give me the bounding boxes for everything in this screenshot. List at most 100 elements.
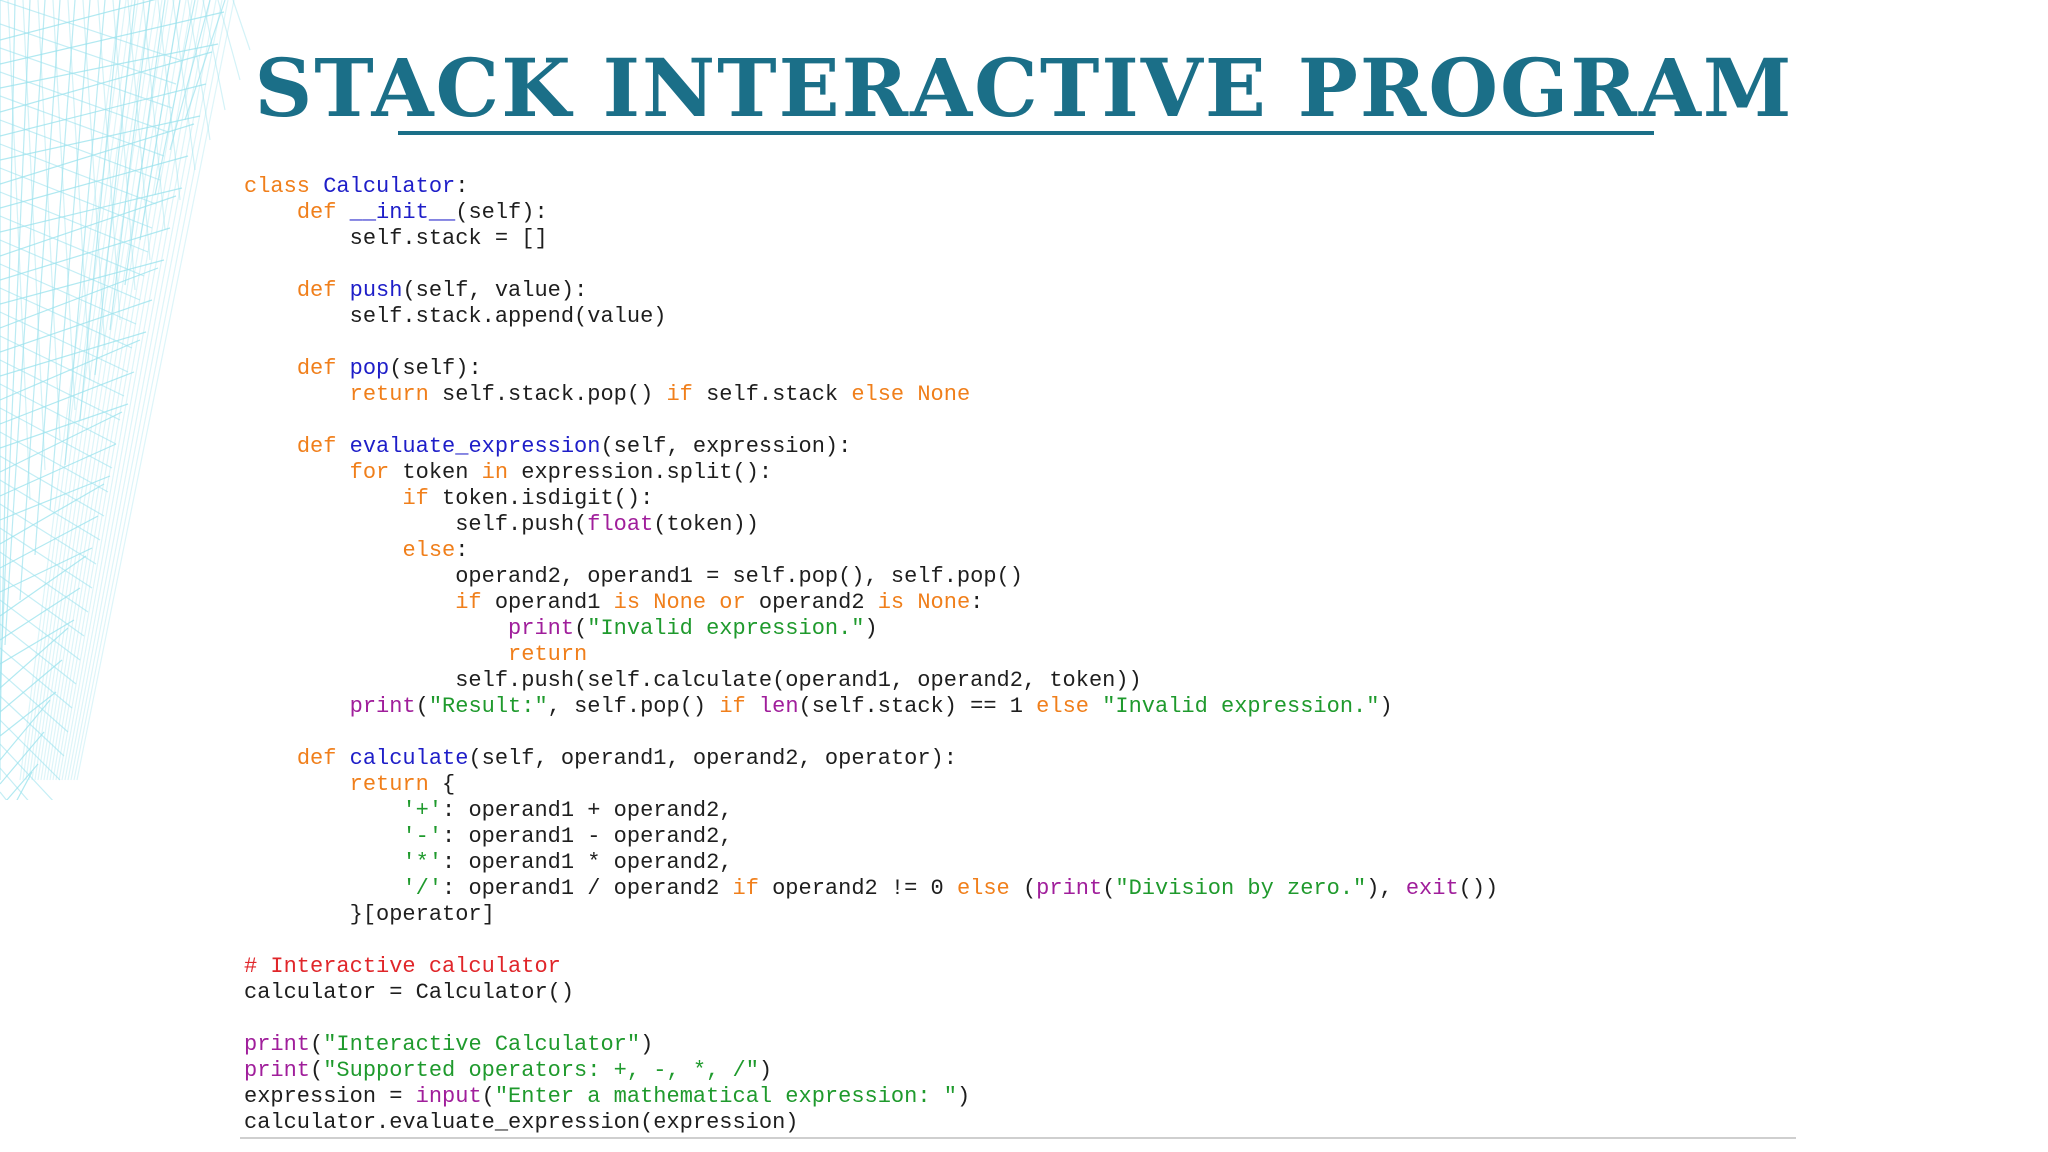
code-token: (self, value): bbox=[402, 278, 588, 303]
code-token bbox=[244, 616, 508, 641]
code-line: def push(self, value): bbox=[244, 278, 1498, 304]
code-token: "Supported operators: +, -, *, /" bbox=[323, 1058, 759, 1083]
code-token: None bbox=[917, 382, 971, 407]
code-token: else bbox=[402, 538, 456, 563]
code-line: self.stack = [] bbox=[244, 226, 1498, 252]
code-token bbox=[746, 694, 759, 719]
code-token: else bbox=[1036, 694, 1089, 719]
slide-title: STACK INTERACTIVE PROGRAM bbox=[254, 41, 1794, 135]
code-token: return bbox=[349, 382, 429, 407]
code-token: , self.pop() bbox=[547, 694, 720, 719]
code-token: else bbox=[956, 876, 1010, 901]
code-block: class Calculator: def __init__(self): se… bbox=[244, 174, 1498, 1136]
code-token bbox=[244, 356, 297, 381]
code-token: ( bbox=[481, 1084, 495, 1109]
code-token: operand2 != 0 bbox=[758, 876, 957, 901]
code-token: operand1 bbox=[481, 590, 614, 615]
code-token bbox=[244, 876, 402, 901]
code-token: : operand1 / operand2 bbox=[442, 876, 733, 901]
code-token bbox=[244, 772, 350, 797]
code-token: ( bbox=[1102, 876, 1116, 901]
code-token: (self, operand1, operand2, operator): bbox=[468, 746, 957, 771]
code-token: ) bbox=[1379, 694, 1393, 719]
code-token: : operand1 * operand2, bbox=[442, 850, 733, 875]
code-token: ()) bbox=[1458, 876, 1499, 901]
code-line: '/': operand1 / operand2 if operand2 != … bbox=[244, 876, 1498, 902]
code-token bbox=[244, 642, 508, 667]
code-token: "Division by zero." bbox=[1115, 876, 1367, 901]
wireframe-decoration bbox=[0, 0, 251, 800]
code-token: "Result:" bbox=[428, 694, 548, 719]
code-token: (self, expression): bbox=[600, 434, 852, 459]
code-token: ( bbox=[310, 1032, 324, 1057]
code-token: "Interactive Calculator" bbox=[323, 1032, 641, 1057]
code-token: else bbox=[851, 382, 905, 407]
code-token: def bbox=[296, 356, 350, 381]
code-token: : bbox=[455, 538, 469, 563]
code-token: (self): bbox=[455, 200, 548, 225]
code-line: self.stack.append(value) bbox=[244, 304, 1498, 330]
code-token: float bbox=[587, 512, 654, 537]
code-line: return bbox=[244, 642, 1498, 668]
code-token: '+' bbox=[402, 798, 443, 823]
code-token: print bbox=[244, 1058, 311, 1083]
code-token: operand2 bbox=[745, 590, 878, 615]
code-line: def calculate(self, operand1, operand2, … bbox=[244, 746, 1498, 772]
code-token: ( bbox=[1009, 876, 1037, 901]
code-line: }[operator] bbox=[244, 902, 1498, 928]
code-token bbox=[1089, 694, 1102, 719]
code-token bbox=[244, 200, 297, 225]
code-line: return self.stack.pop() if self.stack el… bbox=[244, 382, 1498, 408]
code-token: push bbox=[349, 278, 403, 303]
code-token: return bbox=[349, 772, 429, 797]
code-token: "Invalid expression." bbox=[1102, 694, 1380, 719]
code-token: (self.stack) == 1 bbox=[798, 694, 1037, 719]
code-token: calculator.evaluate_expression(expressio… bbox=[244, 1110, 799, 1135]
code-line: def __init__(self): bbox=[244, 200, 1498, 226]
code-token bbox=[244, 694, 350, 719]
code-token: print bbox=[508, 616, 575, 641]
code-line bbox=[244, 408, 1498, 434]
code-token: is None or bbox=[613, 590, 746, 615]
code-line: if operand1 is None or operand2 is None: bbox=[244, 590, 1498, 616]
code-token: if bbox=[666, 382, 693, 407]
code-token: print bbox=[244, 1032, 311, 1057]
code-token: operand2, operand1 = self.pop(), self.po… bbox=[244, 564, 1023, 589]
code-token: ) bbox=[640, 1032, 654, 1057]
code-token bbox=[904, 382, 917, 407]
code-token: in bbox=[481, 460, 509, 485]
code-token: return bbox=[508, 642, 588, 667]
code-token: ), bbox=[1366, 876, 1406, 901]
code-line: else: bbox=[244, 538, 1498, 564]
code-token: exit bbox=[1405, 876, 1459, 901]
code-line bbox=[244, 928, 1498, 954]
code-token: : bbox=[455, 174, 469, 199]
code-token: class bbox=[244, 174, 324, 199]
code-token: for bbox=[349, 460, 390, 485]
code-token: calculate bbox=[349, 746, 469, 771]
code-line: self.push(self.calculate(operand1, opera… bbox=[244, 668, 1498, 694]
code-token bbox=[244, 278, 297, 303]
code-line: print("Result:", self.pop() if len(self.… bbox=[244, 694, 1498, 720]
code-token: if bbox=[402, 486, 429, 511]
code-token: token.isdigit(): bbox=[428, 486, 654, 511]
code-token: calculator = Calculator() bbox=[244, 980, 575, 1005]
code-token: if bbox=[455, 590, 482, 615]
code-line: return { bbox=[244, 772, 1498, 798]
code-token: self.push( bbox=[244, 512, 588, 537]
code-line: class Calculator: bbox=[244, 174, 1498, 200]
code-line: def evaluate_expression(self, expression… bbox=[244, 434, 1498, 460]
code-line: expression = input("Enter a mathematical… bbox=[244, 1084, 1498, 1110]
code-token: self.push(self.calculate(operand1, opera… bbox=[244, 668, 1142, 693]
code-token: "Invalid expression." bbox=[587, 616, 865, 641]
code-token: ( bbox=[574, 616, 588, 641]
code-line bbox=[244, 720, 1498, 746]
code-token: ) bbox=[758, 1058, 773, 1083]
code-line: self.push(float(token)) bbox=[244, 512, 1498, 538]
code-line: operand2, operand1 = self.pop(), self.po… bbox=[244, 564, 1498, 590]
code-line bbox=[244, 330, 1498, 356]
code-token bbox=[244, 746, 297, 771]
code-token: print bbox=[1036, 876, 1103, 901]
code-token bbox=[244, 590, 455, 615]
code-token: expression = bbox=[244, 1084, 416, 1109]
